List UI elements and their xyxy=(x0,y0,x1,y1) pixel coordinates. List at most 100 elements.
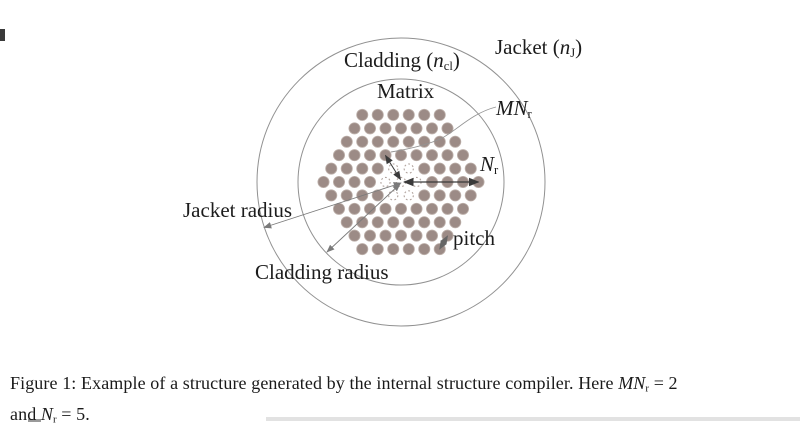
hole-dot xyxy=(325,162,338,175)
hole-dot xyxy=(363,175,376,188)
nr-label: Nr xyxy=(480,153,498,177)
label-subscript: r xyxy=(527,107,532,122)
caption-line-1: Figure 1: Example of a structure generat… xyxy=(10,371,796,402)
hole-dot xyxy=(418,243,431,256)
hole-dot xyxy=(433,162,446,175)
hole-dot xyxy=(348,175,361,188)
label-text: Jacket ( xyxy=(495,35,560,59)
hole-dot xyxy=(394,122,407,135)
jacket-label: Jacket (nJ) xyxy=(495,36,582,60)
hole-dot xyxy=(340,135,353,148)
hole-dot xyxy=(348,202,361,215)
jacket-radius-label: Jacket radius xyxy=(183,199,292,221)
hole-dot xyxy=(456,202,469,215)
hole-dot xyxy=(402,216,415,229)
label-symbol: MN xyxy=(496,96,528,120)
mnr-arrow xyxy=(385,154,401,181)
hole-dot xyxy=(348,122,361,135)
missing-hole xyxy=(403,190,414,201)
hole-dot xyxy=(379,122,392,135)
hole-dot xyxy=(332,175,345,188)
page-edge-mark xyxy=(0,29,5,41)
hole-dot xyxy=(387,108,400,121)
hole-dot xyxy=(387,135,400,148)
caption-subscript: r xyxy=(53,413,57,423)
missing-hole xyxy=(380,176,391,188)
hole-dot xyxy=(387,243,400,256)
hole-dot xyxy=(410,122,423,135)
hole-dot xyxy=(363,149,376,162)
label-subscript: J xyxy=(570,46,576,61)
hole-dot xyxy=(441,229,454,242)
hole-dot xyxy=(340,216,353,229)
scan-artifact-line xyxy=(266,417,800,421)
hole-dot xyxy=(425,202,438,215)
hole-dot xyxy=(332,202,345,215)
hole-dot xyxy=(363,122,376,135)
hole-dot xyxy=(433,189,446,202)
hole-dot xyxy=(410,229,423,242)
label-text: Cladding ( xyxy=(344,48,434,72)
hole-dot xyxy=(425,149,438,162)
hole-dot xyxy=(441,149,454,162)
hole-dot xyxy=(371,162,384,175)
label-text: Cladding radius xyxy=(255,260,389,284)
label-subscript: cl xyxy=(443,59,453,74)
label-symbol: n xyxy=(559,35,571,59)
hole-dot xyxy=(433,216,446,229)
hole-dot xyxy=(441,202,454,215)
label-text: Matrix xyxy=(377,79,435,103)
hole-dot xyxy=(449,135,462,148)
hole-dot xyxy=(425,229,438,242)
hole-dot xyxy=(441,122,454,135)
missing-hole xyxy=(403,163,414,174)
caption-text: and xyxy=(10,403,41,423)
hole-dot xyxy=(456,149,469,162)
jacket-circle xyxy=(256,37,546,327)
hole-dot xyxy=(402,135,415,148)
hole-dot xyxy=(356,135,369,148)
caption-text: Figure 1: Example of a structure generat… xyxy=(10,373,619,393)
pitch-arrow xyxy=(439,235,448,250)
hole-dot xyxy=(433,108,446,121)
hole-dot xyxy=(356,108,369,121)
label-text: Jacket radius xyxy=(183,198,293,222)
hole-dot xyxy=(418,216,431,229)
hole-dot xyxy=(425,122,438,135)
hole-dot xyxy=(410,202,423,215)
hole-dot xyxy=(402,108,415,121)
matrix-label: Matrix xyxy=(377,80,434,102)
cladding_radius-arrow xyxy=(326,183,401,253)
hole-dot xyxy=(410,149,423,162)
hole-dot xyxy=(464,162,477,175)
hole-dot xyxy=(332,149,345,162)
hole-dot xyxy=(433,135,446,148)
hole-dot xyxy=(394,202,407,215)
hole-dot xyxy=(371,216,384,229)
hole-dot xyxy=(371,108,384,121)
hole-dot xyxy=(418,189,431,202)
caption-text: = 5. xyxy=(56,403,90,423)
label-symbol: N xyxy=(480,152,495,176)
hole-dot xyxy=(449,216,462,229)
caption-subscript: r xyxy=(645,382,650,395)
cladding-radius-label: Cladding radius xyxy=(255,261,389,283)
hole-dot xyxy=(340,162,353,175)
hole-dot xyxy=(449,189,462,202)
hole-dot xyxy=(371,243,384,256)
hole-dot xyxy=(356,162,369,175)
hole-dot xyxy=(379,202,392,215)
label-text: ) xyxy=(452,48,460,72)
hole-dot xyxy=(402,243,415,256)
hole-dot xyxy=(379,149,392,162)
hole-dot xyxy=(449,162,462,175)
hole-dot xyxy=(464,189,477,202)
hole-dot xyxy=(356,243,369,256)
hole-dot xyxy=(325,189,338,202)
caption-symbol: N xyxy=(40,403,53,423)
hole-dot xyxy=(418,135,431,148)
label-symbol: n xyxy=(433,48,444,72)
scan-artifact-speck xyxy=(28,419,41,422)
